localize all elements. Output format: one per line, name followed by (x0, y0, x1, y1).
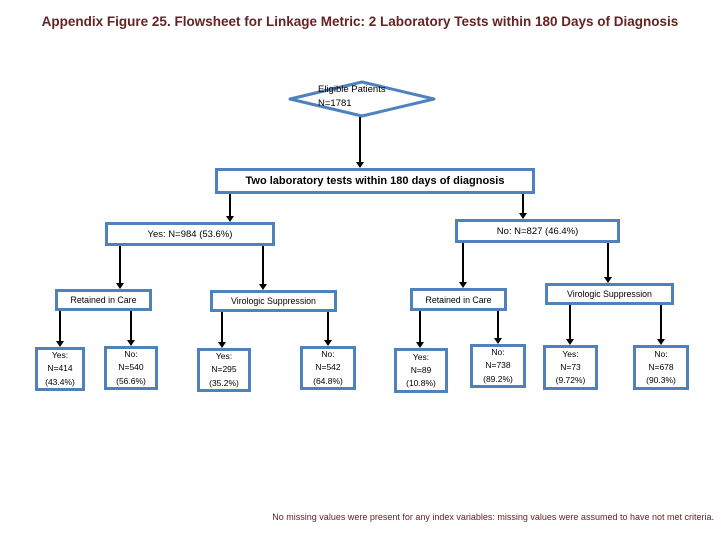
arrowhead-icon (218, 342, 226, 348)
leaf-answer: No: (124, 349, 138, 360)
leaf-pct: (90.3%) (646, 375, 676, 386)
leaf-n: N=738 (485, 360, 511, 371)
connector-line (359, 117, 361, 163)
connector-line (59, 311, 61, 342)
connector-line (229, 194, 231, 218)
arrowhead-icon (356, 162, 364, 168)
leaf-node-yes-virologic-left: Yes: N=295 (35.2%) (197, 348, 251, 392)
leaf-pct: (64.8%) (313, 375, 343, 386)
connector-line (327, 312, 329, 341)
arrowhead-icon (226, 216, 234, 222)
arrowhead-icon (459, 282, 467, 288)
leaf-node-no-retained-left: No: N=540 (56.6%) (104, 346, 158, 390)
leaf-answer: No: (321, 349, 335, 360)
connector-line (569, 305, 571, 340)
leaf-answer: Yes: (562, 348, 579, 359)
leaf-node-no-virologic-right: No: N=678 (90.3%) (633, 345, 689, 390)
leaf-node-no-retained-right: No: N=738 (89.2%) (470, 344, 526, 388)
diamond-shape (288, 80, 436, 118)
leaf-answer: Yes: (215, 351, 233, 362)
no-branch-node: No: N=827 (46.4%) (455, 219, 620, 243)
leaf-n: N=89 (410, 364, 432, 375)
leaf-n: N=73 (560, 361, 581, 372)
leaf-n: N=295 (211, 364, 237, 375)
retained-in-care-left-node: Retained in Care (55, 289, 152, 311)
connector-line (660, 305, 662, 340)
arrowhead-icon (259, 284, 267, 290)
arrowhead-icon (519, 213, 527, 219)
connector-line (522, 194, 524, 215)
eligible-patients-title: Eligible Patients (318, 84, 386, 95)
leaf-node-yes-virologic-right: Yes: N=73 (9.72%) (543, 345, 598, 390)
yes-branch-node: Yes: N=984 (53.6%) (105, 222, 275, 246)
leaf-n: N=542 (315, 362, 341, 373)
eligible-patients-count: N=1781 (318, 98, 352, 110)
leaf-node-no-virologic-left: No: N=542 (64.8%) (300, 346, 356, 390)
leaf-n: N=540 (118, 362, 144, 373)
leaf-n: N=414 (47, 363, 73, 374)
arrowhead-icon (566, 339, 574, 345)
leaf-pct: (89.2%) (483, 373, 513, 384)
retained-in-care-right-node: Retained in Care (410, 288, 507, 311)
arrowhead-icon (494, 338, 502, 344)
arrowhead-icon (324, 340, 332, 346)
connector-line (607, 243, 609, 278)
arrowhead-icon (604, 277, 612, 283)
virologic-suppression-left-node: Virologic Suppression (210, 290, 337, 312)
leaf-pct: (56.6%) (116, 375, 146, 386)
leaf-answer: No: (491, 347, 505, 358)
leaf-pct: (10.8%) (406, 378, 436, 389)
leaf-pct: (9.72%) (555, 375, 586, 386)
leaf-answer: Yes: (51, 350, 69, 361)
arrowhead-icon (416, 342, 424, 348)
leaf-answer: No: (654, 348, 668, 359)
arrowhead-icon (56, 341, 64, 347)
criterion-node: Two laboratory tests within 180 days of … (215, 168, 535, 194)
leaf-pct: (35.2%) (209, 377, 239, 388)
connector-line (119, 246, 121, 284)
arrowhead-icon (116, 283, 124, 289)
eligible-patients-label: Eligible Patients N=1781 (318, 83, 386, 112)
arrowhead-icon (127, 340, 135, 346)
leaf-node-yes-retained-right: Yes: N=89 (10.8%) (394, 348, 448, 393)
connector-line (221, 312, 223, 343)
footnote-text: No missing values were present for any i… (272, 512, 714, 522)
eligible-patients-node: Eligible Patients N=1781 (287, 80, 437, 118)
connector-line (262, 246, 264, 285)
leaf-node-yes-retained-left: Yes: N=414 (43.4%) (35, 347, 85, 391)
connector-line (497, 311, 499, 339)
connector-line (130, 311, 132, 341)
leaf-n: N=678 (648, 361, 674, 372)
connector-line (462, 243, 464, 283)
leaf-answer: Yes: (412, 351, 430, 362)
connector-line (419, 311, 421, 343)
virologic-suppression-right-node: Virologic Suppression (545, 283, 674, 305)
leaf-pct: (43.4%) (45, 376, 75, 387)
arrowhead-icon (657, 339, 665, 345)
figure-title: Appendix Figure 25. Flowsheet for Linkag… (41, 14, 679, 29)
